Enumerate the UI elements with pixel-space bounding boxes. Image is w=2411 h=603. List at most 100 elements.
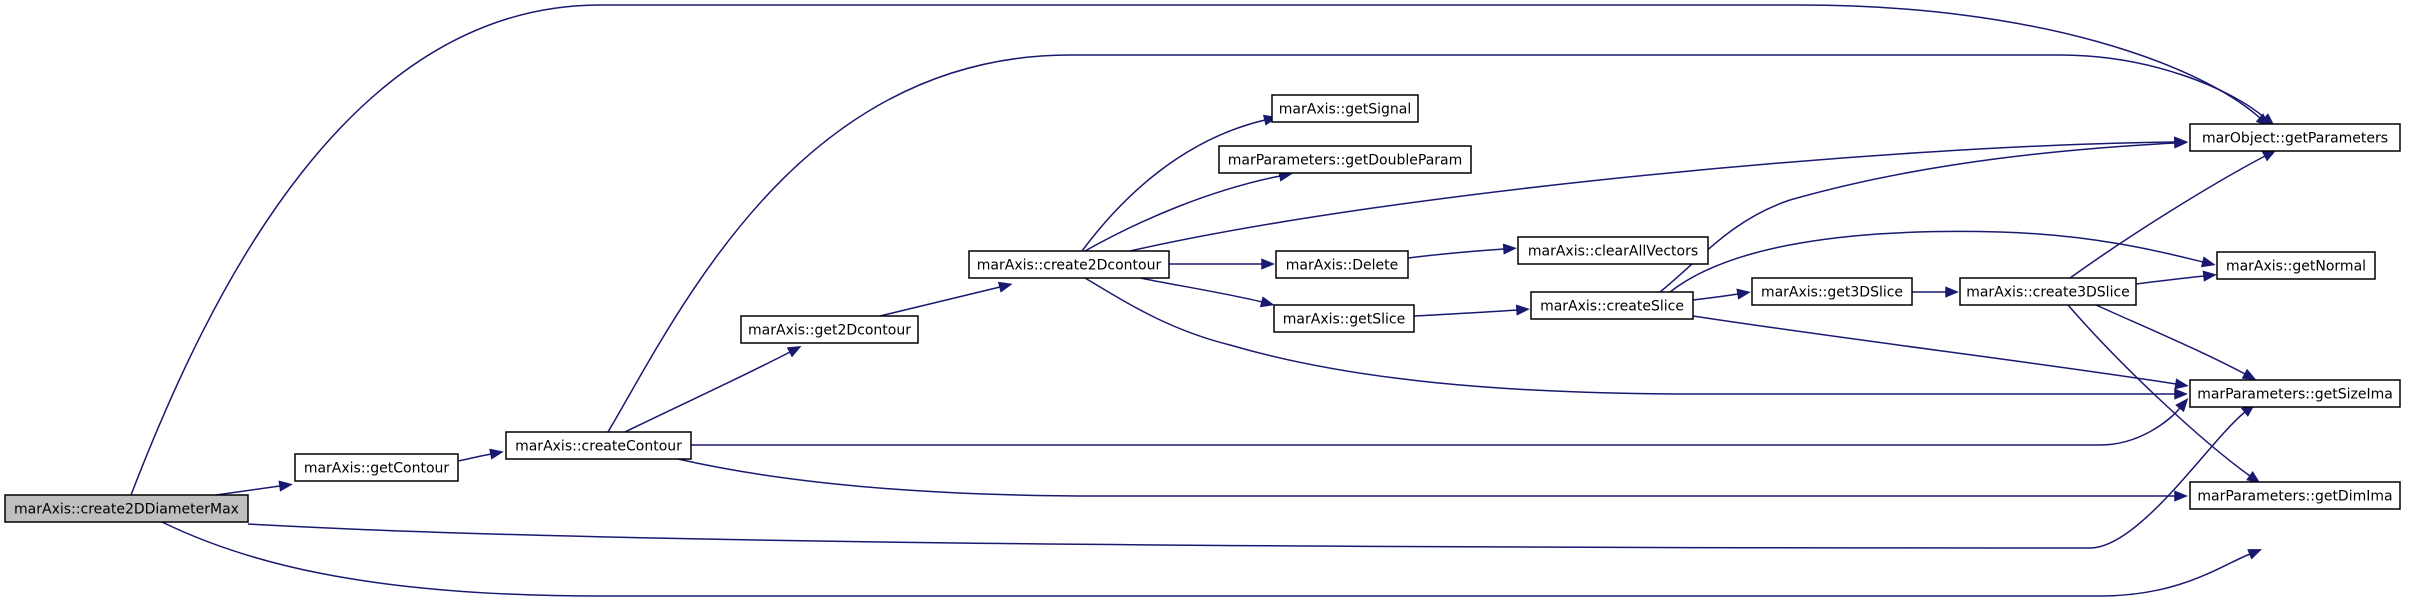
edge-line — [1692, 315, 2177, 385]
node-getNormal[interactable]: marAxis::getNormal — [2216, 251, 2376, 280]
edge-line — [2069, 155, 2266, 279]
node-box — [294, 453, 459, 482]
node-label: marAxis::create2Dcontour — [977, 258, 1162, 274]
arrowhead-icon — [2246, 471, 2261, 484]
node-label: marAxis::clearAllVectors — [1528, 244, 1698, 260]
edge-root-to-getContour — [215, 480, 293, 496]
node-getDoubleParam[interactable]: marParameters::getDoubleParam — [1218, 145, 1472, 174]
node-box — [1275, 250, 1409, 279]
node-createContour[interactable]: marAxis::createContour — [505, 431, 692, 460]
edge-line — [624, 351, 791, 433]
arrowhead-icon — [2202, 270, 2217, 282]
edge-root-to-getParameters — [130, 4, 2270, 496]
node-box — [2189, 123, 2401, 152]
edge-line — [215, 485, 281, 496]
edge-create2Dcontour-to-getSlice — [1139, 277, 1275, 308]
edge-createContour-to-get2Dcontour — [624, 346, 802, 433]
node-create2Dcontour[interactable]: marAxis::create2Dcontour — [968, 250, 1170, 279]
arrowhead-icon — [786, 346, 802, 358]
arrowhead-icon — [997, 281, 1013, 293]
node-get2Dcontour[interactable]: marAxis::get2Dcontour — [740, 315, 919, 344]
node-getSizeIma[interactable]: marParameters::getSizeIma — [2189, 379, 2401, 408]
edge-get2Dcontour-to-create2Dcontour — [879, 281, 1013, 317]
edge-getContour-to-createContour — [457, 448, 504, 462]
edge-create3DSlice-to-getDimIma — [2067, 304, 2261, 484]
edge-root-to-getDimIma — [161, 521, 2263, 597]
node-clearAllVectors[interactable]: marAxis::clearAllVectors — [1517, 236, 1709, 265]
edge-line — [607, 54, 2266, 433]
arrowhead-icon — [278, 480, 293, 492]
node-getSlice[interactable]: marAxis::getSlice — [1273, 304, 1415, 333]
node-label: marAxis::createContour — [515, 439, 682, 455]
node-label: marParameters::getSizeIma — [2197, 387, 2393, 403]
edge-createContour-to-getParameters — [607, 54, 2275, 433]
node-box — [1273, 304, 1415, 333]
edges-layer — [130, 4, 2277, 597]
node-box — [2189, 379, 2401, 408]
node-label: marAxis::get3DSlice — [1761, 285, 1903, 301]
edge-line — [691, 407, 2181, 446]
edge-createSlice-to-get3DSlice — [1692, 288, 1751, 301]
edge-line — [2067, 304, 2251, 477]
edge-create3DSlice-to-getSizeIma — [2095, 304, 2257, 381]
arrowhead-icon — [2174, 490, 2188, 502]
arrowhead-icon — [2200, 256, 2216, 268]
node-label: marObject::getParameters — [2202, 131, 2388, 147]
node-get3DSlice[interactable]: marAxis::get3DSlice — [1751, 277, 1913, 306]
node-label: marAxis::getNormal — [2226, 259, 2366, 275]
node-getDimIma[interactable]: marParameters::getDimIma — [2189, 481, 2401, 510]
arrowhead-icon — [1515, 304, 1530, 316]
node-getContour[interactable]: marAxis::getContour — [294, 453, 459, 482]
node-label: marAxis::getSlice — [1283, 312, 1405, 328]
edge-line — [247, 411, 2246, 549]
node-box — [1959, 277, 2137, 306]
node-createSlice[interactable]: marAxis::createSlice — [1530, 291, 1694, 320]
edge-line — [130, 4, 2261, 496]
edge-line — [1407, 248, 1505, 259]
edge-get3DSlice-to-create3DSlice — [1912, 286, 1959, 298]
node-label: marAxis::Delete — [1286, 258, 1398, 274]
arrowhead-icon — [1945, 286, 1959, 298]
nodes-layer: marAxis::create2DDiameterMax marAxis::get… — [4, 94, 2401, 523]
node-box — [505, 431, 692, 460]
edge-line — [161, 521, 2251, 597]
edge-create2Dcontour-to-Delete — [1169, 258, 1275, 270]
node-box — [1271, 94, 1419, 123]
node-create3DSlice[interactable]: marAxis::create3DSlice — [1959, 277, 2137, 306]
edge-Delete-to-clearAllVectors — [1407, 243, 1517, 259]
edge-line — [2135, 275, 2205, 285]
node-label: marAxis::getContour — [304, 461, 450, 477]
node-getParameters[interactable]: marObject::getParameters — [2189, 123, 2401, 152]
edge-line — [1659, 142, 2176, 293]
edge-line — [1084, 277, 2175, 395]
arrowhead-icon — [1502, 243, 1517, 255]
edge-line — [1692, 293, 1739, 301]
edge-line — [2095, 304, 2246, 375]
node-label: marAxis::getSignal — [1279, 102, 1411, 118]
node-box — [2189, 481, 2401, 510]
node-box — [1530, 291, 1694, 320]
edge-root-to-getSizeIma — [247, 403, 2256, 549]
arrowhead-icon — [489, 448, 504, 460]
node-box — [1517, 236, 1709, 265]
node-label: marParameters::getDoubleParam — [1228, 153, 1463, 169]
arrowhead-icon — [2175, 398, 2189, 413]
node-label: marAxis::createSlice — [1540, 299, 1684, 315]
arrowhead-icon — [2241, 368, 2257, 381]
arrowhead-icon — [2174, 378, 2189, 390]
edge-line — [1084, 175, 1281, 252]
edge-createSlice-to-getNormal — [1669, 230, 2216, 293]
node-Delete[interactable]: marAxis::Delete — [1275, 250, 1409, 279]
edge-createContour-to-getSizeIma — [691, 398, 2189, 446]
edge-create3DSlice-to-getNormal — [2135, 270, 2217, 285]
node-box — [2216, 251, 2376, 280]
edge-create2Dcontour-to-getSizeIma — [1084, 277, 2188, 400]
node-box — [4, 494, 249, 523]
node-root[interactable]: marAxis::create2DDiameterMax — [4, 494, 249, 523]
node-label: marAxis::create2DDiameterMax — [14, 502, 239, 518]
arrowhead-icon — [2261, 149, 2277, 162]
edge-line — [677, 458, 2175, 497]
edge-line — [1129, 141, 2176, 252]
node-getSignal[interactable]: marAxis::getSignal — [1271, 94, 1419, 123]
